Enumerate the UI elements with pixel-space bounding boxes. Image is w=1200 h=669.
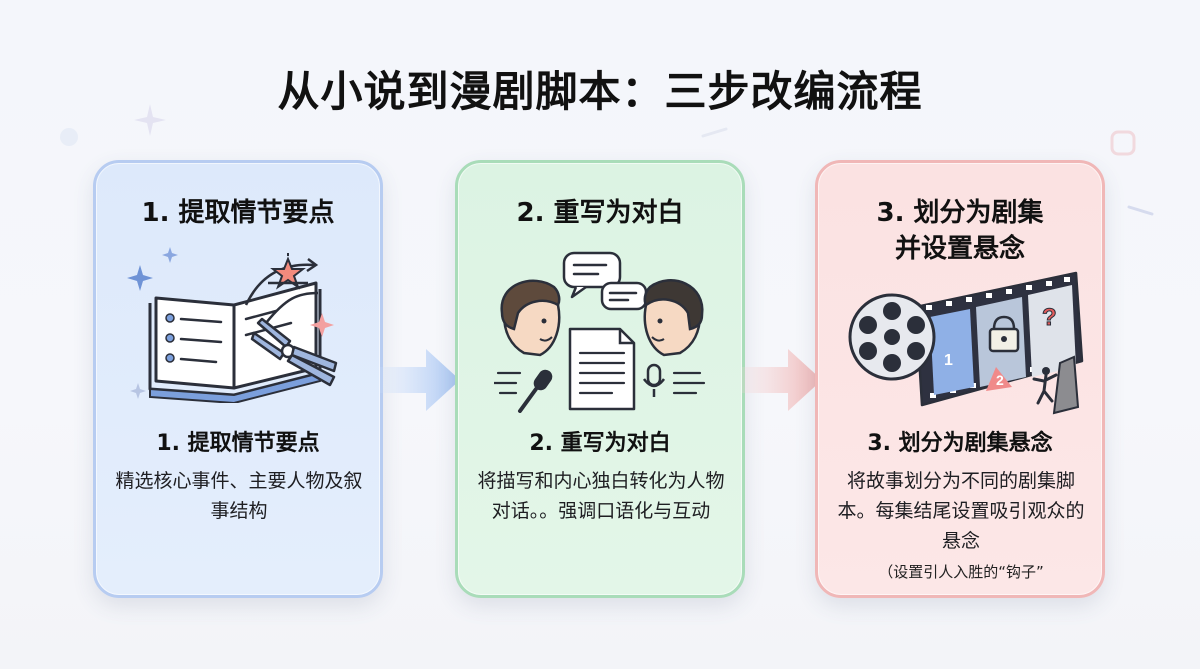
pliers-icon bbox=[250, 317, 338, 387]
circle-decoration bbox=[60, 128, 78, 146]
step-title-line2: 并设置悬念 bbox=[894, 234, 1025, 264]
svg-text:?: ? bbox=[1042, 304, 1057, 331]
speech-bubble-icon bbox=[562, 251, 648, 311]
step-card-episodes: 3. 划分为剧集 并设置悬念 1 2 ? bbox=[815, 160, 1105, 598]
microphone-icon bbox=[642, 363, 666, 397]
arrow-right-icon bbox=[742, 349, 822, 411]
step-card-dialogue: 2. 重写为对白 bbox=[455, 160, 745, 598]
step-description: 将故事划分为不同的剧集脚本。每集结尾设置吸引观众的悬念 bbox=[837, 470, 1085, 552]
dialogue-illustration bbox=[494, 251, 706, 413]
sparkle-decoration bbox=[134, 104, 166, 136]
step-card-extract: 1. 提取情节要点 1. 提取情节要点 精选核心事件、 bbox=[93, 160, 383, 598]
dash-decoration bbox=[1127, 205, 1154, 216]
dash-decoration bbox=[701, 127, 728, 138]
document-icon bbox=[568, 327, 636, 411]
page-title: 从小说到漫剧脚本：三步改编流程 bbox=[277, 67, 923, 116]
person-icon bbox=[500, 279, 561, 357]
step-description: 将描写和内心独白转化为人物对话。。强调口语化与互动 bbox=[477, 470, 725, 522]
film-label: 2 bbox=[996, 372, 1004, 388]
person-icon bbox=[643, 279, 704, 357]
lock-icon bbox=[988, 315, 1020, 353]
step-note: （设置引人入胜的“钩子” bbox=[878, 563, 1044, 581]
climber-icon bbox=[1032, 355, 1080, 415]
film-label: 1 bbox=[944, 352, 953, 369]
step-title: 3. 划分为剧集 bbox=[876, 198, 1044, 228]
film-illustration: 1 2 ? bbox=[848, 271, 1084, 415]
star-icon bbox=[268, 253, 308, 290]
step-subtitle: 2. 重写为对白 bbox=[529, 431, 671, 456]
arrow-right-icon bbox=[380, 349, 460, 411]
step-title: 2. 重写为对白 bbox=[516, 198, 684, 228]
step-title: 1. 提取情节要点 bbox=[141, 198, 335, 228]
step-subtitle: 3. 划分为剧集悬念 bbox=[867, 431, 1053, 456]
question-mark-icon: ? bbox=[1042, 304, 1058, 332]
step-description: 精选核心事件、主要人物及叙事结构 bbox=[115, 470, 363, 522]
step-subtitle: 1. 提取情节要点 bbox=[156, 431, 320, 456]
square-decoration bbox=[1110, 130, 1136, 156]
film-reel-icon bbox=[848, 293, 936, 381]
microphone-icon bbox=[518, 369, 553, 413]
